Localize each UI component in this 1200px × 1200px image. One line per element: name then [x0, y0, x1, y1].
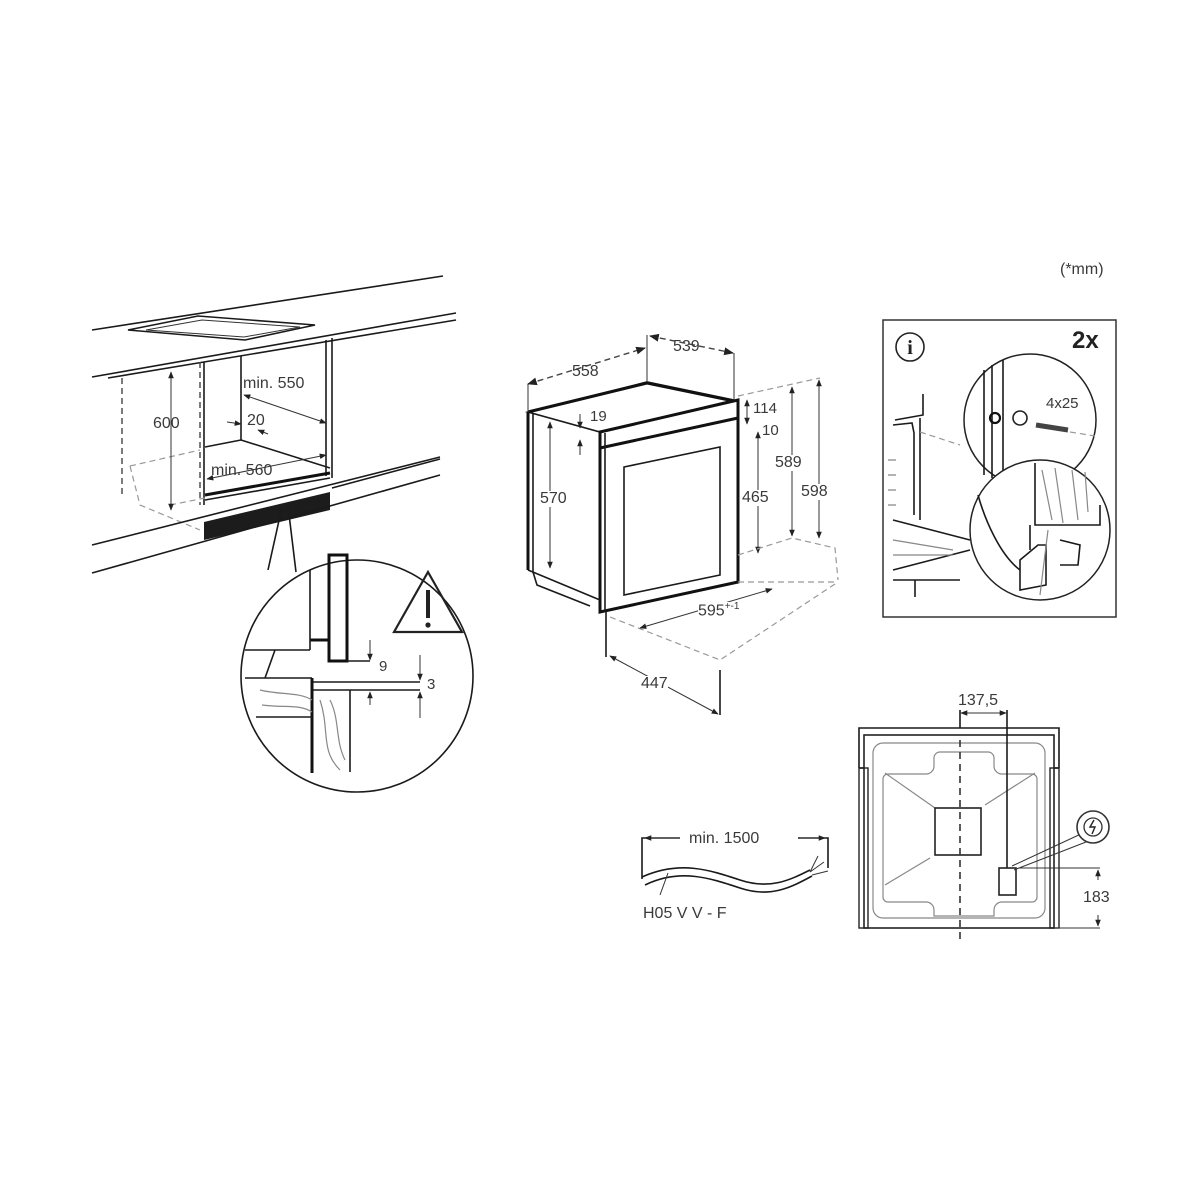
- units-note: (*mm): [1060, 261, 1104, 278]
- oven-door-gap-label: 10: [762, 422, 779, 439]
- power-connection-icon: [1076, 810, 1110, 844]
- oven-floor-depth-label: 447: [641, 675, 668, 692]
- oven-width-label: 595+-1: [698, 601, 740, 620]
- oven-front-height-label: 589: [775, 454, 802, 471]
- rear-view: [858, 710, 1110, 940]
- cabinet-depth-label: min. 550: [243, 375, 305, 392]
- detail-gap-bottom-label: 3: [427, 676, 436, 693]
- mounting-view: i: [882, 319, 1117, 618]
- oven-total-depth-label: 558: [572, 363, 599, 380]
- warning-triangle-icon: [392, 569, 464, 634]
- cabinet-width-label: min. 560: [211, 462, 273, 479]
- detail-gap-top-label: 9: [379, 658, 388, 675]
- info-icon: i: [895, 332, 925, 362]
- cable-type-label: H05 V V - F: [643, 905, 727, 922]
- svg-text:i: i: [907, 337, 913, 359]
- oven-body-depth-label: 539: [673, 338, 700, 355]
- oven-view: [524, 333, 839, 715]
- cabinet-view: [91, 275, 457, 574]
- detail-view: [240, 553, 474, 793]
- cable-view: [641, 830, 829, 896]
- oven-total-height-label: 598: [801, 483, 828, 500]
- rear-offset-label: 137,5: [958, 692, 999, 709]
- oven-body-height-label: 570: [540, 490, 567, 507]
- mounting-screw-label: 4x25: [1046, 395, 1079, 412]
- oven-door-height-label: 465: [742, 489, 769, 506]
- oven-width-tolerance: +-1: [724, 601, 740, 612]
- cable-length-label: min. 1500: [689, 830, 760, 847]
- oven-top-panel-label: 19: [590, 408, 607, 425]
- rear-socket-height-label: 183: [1083, 889, 1110, 906]
- cabinet-gap-label: 20: [247, 412, 265, 429]
- mounting-count-label: 2x: [1072, 327, 1099, 354]
- oven-panel-offset-label: 114: [753, 400, 777, 417]
- cabinet-height-label: 600: [153, 415, 180, 432]
